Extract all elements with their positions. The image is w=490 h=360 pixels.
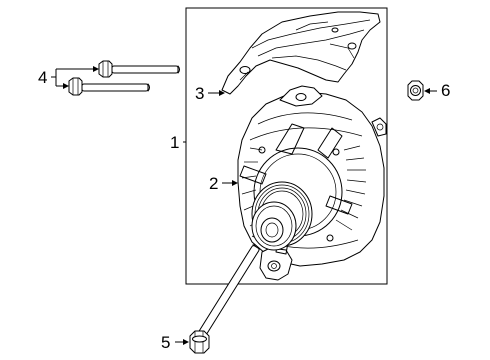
bolt-pair bbox=[68, 60, 180, 96]
callout-6: 6 bbox=[441, 81, 451, 100]
alternator bbox=[237, 85, 387, 281]
leader-lines bbox=[51, 66, 437, 345]
pulley bbox=[251, 181, 313, 251]
bracket bbox=[221, 11, 381, 95]
long-bolt bbox=[189, 244, 261, 354]
callout-1: 1 bbox=[170, 133, 180, 152]
bolt-upper bbox=[98, 60, 180, 78]
callout-2: 2 bbox=[209, 174, 219, 193]
callout-5: 5 bbox=[161, 333, 171, 352]
nut bbox=[407, 80, 424, 101]
front-housing-spokes bbox=[239, 123, 353, 255]
assembly-frame bbox=[185, 7, 388, 285]
callout-3: 3 bbox=[195, 84, 205, 103]
bolt-lower bbox=[68, 77, 150, 96]
callout-4: 4 bbox=[38, 68, 48, 87]
